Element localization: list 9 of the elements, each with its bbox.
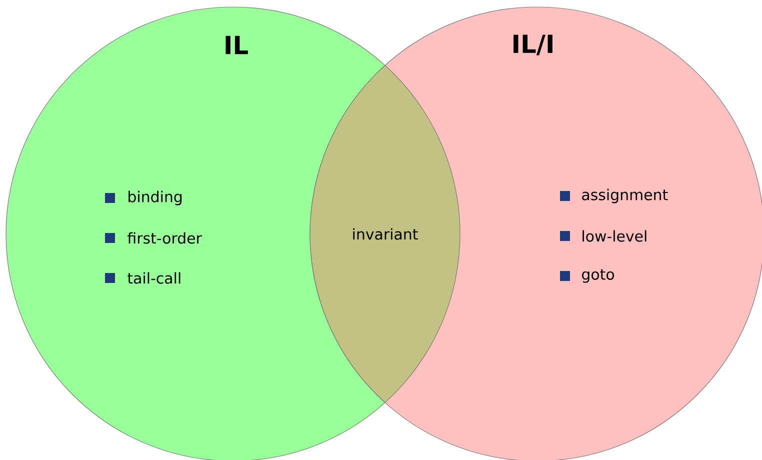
bullet-text: goto [582,269,614,283]
set-title: IL/I [514,34,552,56]
bullet-text: low-level [582,230,646,242]
bullet-text: tail-call [128,272,180,284]
bullet-text: assignment [582,188,668,204]
set-title: IL [226,36,248,54]
overlap-label: invariant [353,228,418,240]
bullet-text: binding [128,190,182,206]
bullet-text: first-order [128,232,202,244]
